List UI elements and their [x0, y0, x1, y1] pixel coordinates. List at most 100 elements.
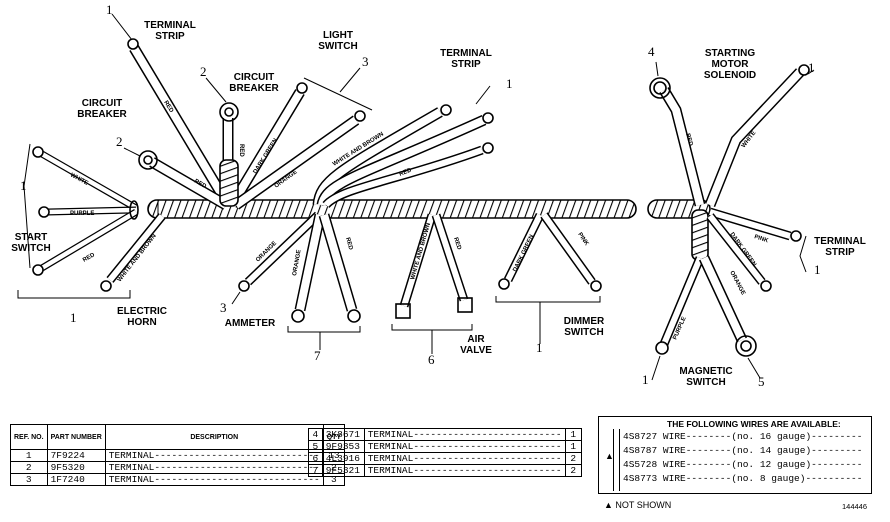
cell-ref: 5: [308, 440, 323, 453]
air-valve-wires: [395, 213, 473, 319]
label-start-switch: START SWITCH: [11, 232, 51, 254]
parts-table-1-header: REF. NO. PART NUMBER DESCRIPTION QTY: [10, 424, 346, 450]
wire-label-red-cb: RED: [238, 144, 244, 157]
col-ref-no: REF. NO.: [10, 424, 48, 450]
electric-horn-wire: [100, 213, 166, 292]
ref-num-6: 6: [428, 352, 435, 367]
starting-motor-solenoid-wires: [649, 64, 810, 208]
label-terminal-strip-top-left: TERMINAL STRIP: [144, 20, 196, 42]
dimmer-switch-wires: [498, 212, 602, 292]
right-harness-trunk: [647, 199, 711, 261]
ammeter-and-lower-wires: [238, 211, 361, 323]
cell-desc: TERMINAL-----------------------------: [104, 449, 324, 462]
cell-part: 9F9353: [321, 440, 365, 453]
ref-num-1-start: 1: [20, 178, 27, 193]
label-circuit-breaker-left: CIRCUIT BREAKER: [77, 98, 127, 120]
label-ammeter: AMMETER: [224, 318, 276, 329]
magnetic-switch-wires: [655, 255, 757, 357]
table-row: 3 1F7240 TERMINAL-----------------------…: [10, 473, 346, 486]
cell-qty: 1: [564, 440, 583, 453]
start-switch-wires: [32, 146, 139, 276]
cell-desc: TERMINAL--------------------------: [363, 440, 566, 453]
wire-label-red-7: RED: [344, 237, 353, 251]
ref-num-1-sms: 1: [808, 60, 815, 75]
label-light-switch: LIGHT SWITCH: [318, 30, 358, 52]
available-wires-title: THE FOLLOWING WIRES ARE AVAILABLE:: [667, 419, 841, 429]
cell-desc: TERMINAL--------------------------: [363, 452, 566, 465]
wire-label-red-start: RED: [82, 252, 97, 264]
ref-num-5: 5: [758, 374, 765, 389]
right-terminal-strip-wires: [706, 207, 802, 292]
main-harness-trunk: [147, 199, 637, 219]
ref-num-1-ts-left: 1: [106, 2, 113, 17]
wire-part: 4S8727: [623, 431, 658, 442]
cell-ref: 7: [308, 464, 323, 477]
upper-left-branch-wires: [127, 38, 366, 210]
ref-num-1-horn: 1: [70, 310, 77, 325]
cell-qty: 2: [564, 464, 583, 477]
cell-part: 4L3916: [321, 452, 365, 465]
cell-part: 3K8671: [321, 428, 365, 441]
ref-num-1-dimmer: 1: [536, 340, 543, 355]
cell-desc: TERMINAL--------------------------: [363, 464, 566, 477]
cell-desc: TERMINAL-----------------------------: [104, 473, 324, 486]
wire-label-white-brown-av: WHITE AND BROWN: [410, 222, 432, 280]
label-air-valve: AIR VALVE: [460, 334, 492, 356]
wiring-harness-diagram: WHITE PURPLE RED WHITE AND BROWN RED RED…: [17, 13, 815, 381]
wire-label-red-sms: RED: [684, 133, 693, 147]
label-magnetic-switch: MAGNETIC SWITCH: [679, 366, 733, 388]
wire-label-orange-7: ORANGE: [292, 249, 302, 276]
cell-desc: TERMINAL--------------------------: [363, 428, 566, 441]
ref-num-4: 4: [648, 44, 655, 59]
cell-ref: 1: [10, 449, 48, 462]
cell-part: 7F9224: [46, 449, 106, 462]
ref-num-1-ts-center: 1: [506, 76, 513, 91]
table-row: 1 7F9224 TERMINAL-----------------------…: [10, 449, 346, 462]
triangle-marker-icon: ▲: [605, 451, 614, 461]
wire-part: 4S5728: [623, 459, 658, 470]
ref-num-3-ls: 3: [362, 54, 369, 69]
wire-part: 4S8773: [623, 473, 658, 484]
label-terminal-strip-right: TERMINAL STRIP: [814, 236, 866, 258]
leader-lines: [17, 13, 815, 381]
label-starting-motor-solenoid: STARTING MOTOR SOLENOID: [703, 48, 757, 81]
table-row: 6 4L3916 TERMINAL-----------------------…: [308, 452, 583, 465]
cell-ref: 3: [10, 473, 48, 486]
wire-row: 4S8727 WIRE--------(no. 16 gauge)-------…: [623, 431, 862, 442]
cell-part: 9F5320: [46, 461, 106, 474]
cell-ref: 4: [308, 428, 323, 441]
wire-row: 4S8787 WIRE--------(no. 14 gauge)-------…: [623, 445, 862, 456]
cell-qty: 2: [564, 452, 583, 465]
figure-number: 144446: [842, 502, 868, 511]
cell-ref: 6: [308, 452, 323, 465]
wire-desc: WIRE--------(no. 16 gauge)---------: [662, 431, 863, 442]
wire-label-orange-ms: ORANGE: [728, 270, 746, 296]
available-wires-box: THE FOLLOWING WIRES ARE AVAILABLE: ▲ 4S8…: [598, 416, 872, 494]
wire-row: 4S5728 WIRE--------(no. 12 gauge)-------…: [623, 459, 862, 470]
wire-label-purple-start: PURPLE: [70, 211, 94, 217]
ref-num-7: 7: [314, 348, 321, 363]
wire-label-red-ts2: RED: [399, 167, 414, 178]
ref-num-2-cb-left: 2: [116, 134, 123, 149]
label-electric-horn: ELECTRIC HORN: [117, 306, 167, 328]
table-row: 4 3K8671 TERMINAL-----------------------…: [308, 428, 583, 441]
label-dimmer-switch: DIMMER SWITCH: [563, 316, 605, 338]
wire-label-red-av: RED: [452, 237, 462, 252]
cell-qty: 1: [564, 428, 583, 441]
wire-desc: WIRE--------(no. 8 gauge)----------: [662, 473, 863, 484]
wire-label-pink-ts: PINK: [753, 234, 769, 244]
col-part-number: PART NUMBER: [46, 424, 106, 450]
wire-label-red-cb2: RED: [193, 179, 208, 191]
footnote-not-shown: ▲ NOT SHOWN: [604, 500, 672, 510]
cell-desc: TERMINAL-----------------------------: [104, 461, 324, 474]
wire-row: 4S8773 WIRE--------(no. 8 gauge)--------…: [623, 473, 862, 484]
ref-num-3-ammeter: 3: [220, 300, 227, 315]
wire-part: 4S8787: [623, 445, 658, 456]
cell-part: 1F7240: [46, 473, 106, 486]
wire-desc: WIRE--------(no. 14 gauge)---------: [662, 445, 863, 456]
table-row: 5 9F9353 TERMINAL-----------------------…: [308, 440, 583, 453]
cell-part: 9F5321: [321, 464, 365, 477]
ref-num-1-ms: 1: [642, 372, 649, 387]
ref-num-2-cb-upper: 2: [200, 64, 207, 79]
table-row: 7 9F5321 TERMINAL-----------------------…: [308, 464, 583, 477]
